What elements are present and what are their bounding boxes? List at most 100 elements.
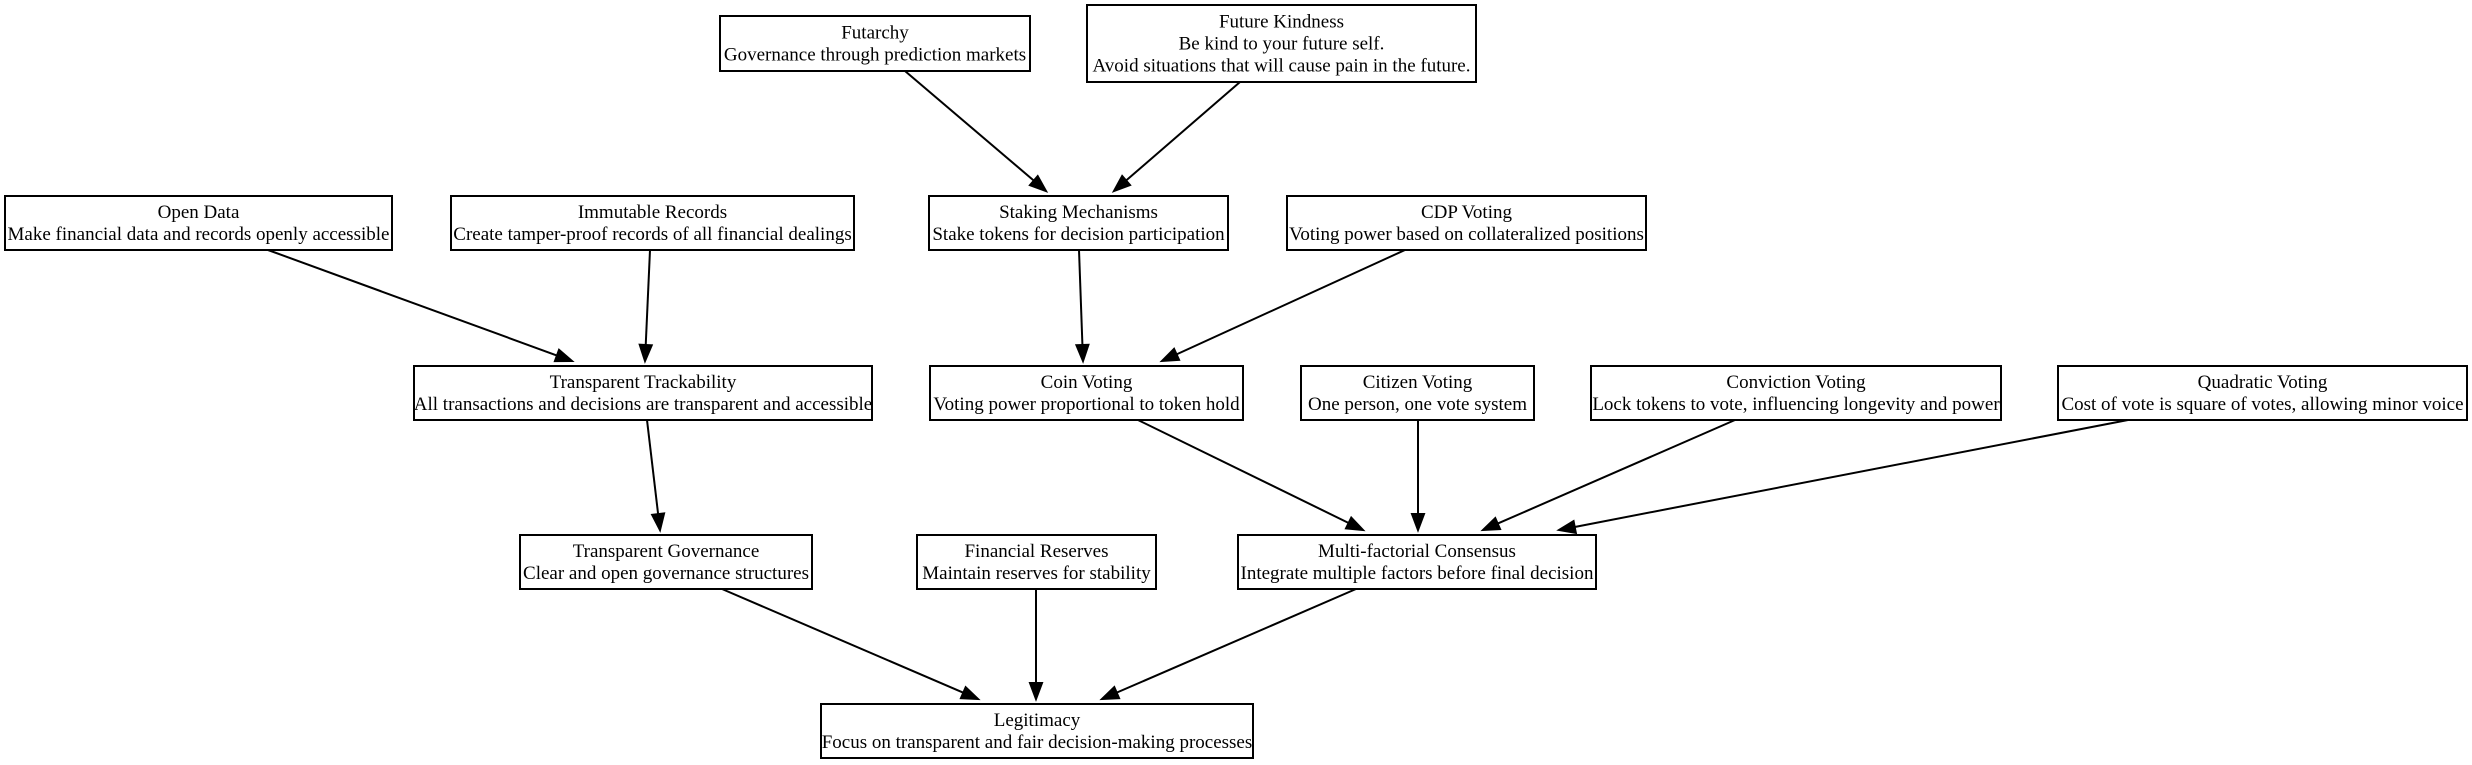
node-title: CDP Voting <box>1421 202 1512 223</box>
node-description: Lock tokens to vote, influencing longevi… <box>1592 394 2000 415</box>
node-title: Conviction Voting <box>1726 372 1866 393</box>
edges-layer <box>267 70 2129 702</box>
edge-financial-reserves-to-legitimacy <box>1028 589 1044 702</box>
arrowhead-icon <box>553 348 575 363</box>
edge-line <box>721 588 964 694</box>
arrowhead-icon <box>1480 516 1502 532</box>
node-box <box>820 703 1254 759</box>
edge-line <box>1137 419 1350 524</box>
node-box <box>1086 4 1477 83</box>
arrowhead-icon <box>1099 685 1121 701</box>
node-box <box>916 534 1157 590</box>
node-box <box>1237 534 1597 590</box>
node-description: Voting power based on collateralized pos… <box>1289 224 1644 245</box>
edge-future-kindness-to-staking-mechanisms <box>1111 81 1241 193</box>
edge-open-data-to-transparent-trackability <box>267 249 575 363</box>
arrowhead-icon <box>1028 682 1044 702</box>
node-title: Coin Voting <box>1041 372 1133 393</box>
edge-line <box>644 249 651 346</box>
edge-line <box>267 249 558 357</box>
node-box <box>1300 365 1535 421</box>
edge-futarchy-to-staking-mechanisms <box>904 70 1049 193</box>
node-description: Voting power proportional to token hold <box>933 394 1240 415</box>
edge-citizen-voting-to-multifactorial-consensus <box>1410 420 1426 533</box>
edge-line <box>904 70 1035 182</box>
node-description: Stake tokens for decision participation <box>932 224 1225 245</box>
node-description: Governance through prediction markets <box>724 45 1026 66</box>
arrowhead-icon <box>1159 347 1181 363</box>
node-title: Transparent Trackability <box>550 372 737 393</box>
node-box <box>928 195 1229 251</box>
node-box <box>450 195 855 251</box>
edge-line <box>1176 249 1406 356</box>
arrowhead-icon <box>1344 515 1366 532</box>
node-description: Be kind to your future self. <box>1179 34 1385 55</box>
node-title: Quadratic Voting <box>2198 372 2328 393</box>
node-title: Transparent Governance <box>573 541 760 562</box>
arrowhead-icon <box>1028 174 1049 193</box>
edge-cdp-voting-to-coin-voting <box>1159 249 1406 363</box>
node-box <box>1286 195 1647 251</box>
node-title: Financial Reserves <box>964 541 1108 562</box>
edge-line <box>1574 419 2129 528</box>
edge-coin-voting-to-multifactorial-consensus <box>1137 419 1366 532</box>
node-description: Clear and open governance structures <box>523 563 809 584</box>
arrowhead-icon <box>1556 519 1578 535</box>
edge-transparent-governance-to-legitimacy <box>721 588 981 701</box>
edge-transparent-trackability-to-transparent-governance <box>646 419 666 533</box>
node-box <box>719 15 1031 72</box>
edge-multifactorial-consensus-to-legitimacy <box>1099 588 1357 701</box>
node-box <box>929 365 1244 421</box>
arrowhead-icon <box>1074 343 1090 364</box>
node-box <box>413 365 873 421</box>
arrowhead-icon <box>1111 174 1132 193</box>
node-description: Integrate multiple factors before final … <box>1241 563 1594 584</box>
edge-line <box>1078 249 1084 346</box>
edge-line <box>646 419 660 515</box>
node-title: Futarchy <box>841 23 909 44</box>
node-description: Maintain reserves for stability <box>922 563 1151 584</box>
node-description: Make financial data and records openly a… <box>8 224 390 245</box>
node-box <box>2057 365 2468 421</box>
edge-line <box>1125 81 1241 182</box>
node-title: Future Kindness <box>1219 12 1344 33</box>
edge-line <box>1116 588 1357 694</box>
node-description: Cost of vote is square of votes, allowin… <box>2061 394 2463 415</box>
node-title: Legitimacy <box>994 710 1081 731</box>
node-description: Create tamper-proof records of all finan… <box>453 224 851 245</box>
edge-quadratic-voting-to-multifactorial-consensus <box>1556 419 2129 535</box>
edge-immutable-records-to-transparent-trackability <box>638 249 654 364</box>
arrowhead-icon <box>1410 513 1426 533</box>
edge-conviction-voting-to-multifactorial-consensus <box>1480 419 1736 532</box>
node-description: One person, one vote system <box>1308 394 1527 415</box>
node-description: Focus on transparent and fair decision-m… <box>822 732 1253 753</box>
edge-staking-mechanisms-to-coin-voting <box>1074 249 1090 364</box>
node-title: Staking Mechanisms <box>999 202 1158 223</box>
node-description: All transactions and decisions are trans… <box>414 394 872 415</box>
node-description: Avoid situations that will cause pain in… <box>1093 56 1471 77</box>
arrowhead-icon <box>959 685 981 701</box>
node-title: Citizen Voting <box>1363 372 1473 393</box>
node-box <box>4 195 393 251</box>
node-title: Multi-factorial Consensus <box>1318 541 1516 562</box>
arrowhead-icon <box>638 343 654 364</box>
node-box <box>1590 365 2002 421</box>
node-box <box>519 534 813 590</box>
edge-line <box>1497 419 1736 525</box>
